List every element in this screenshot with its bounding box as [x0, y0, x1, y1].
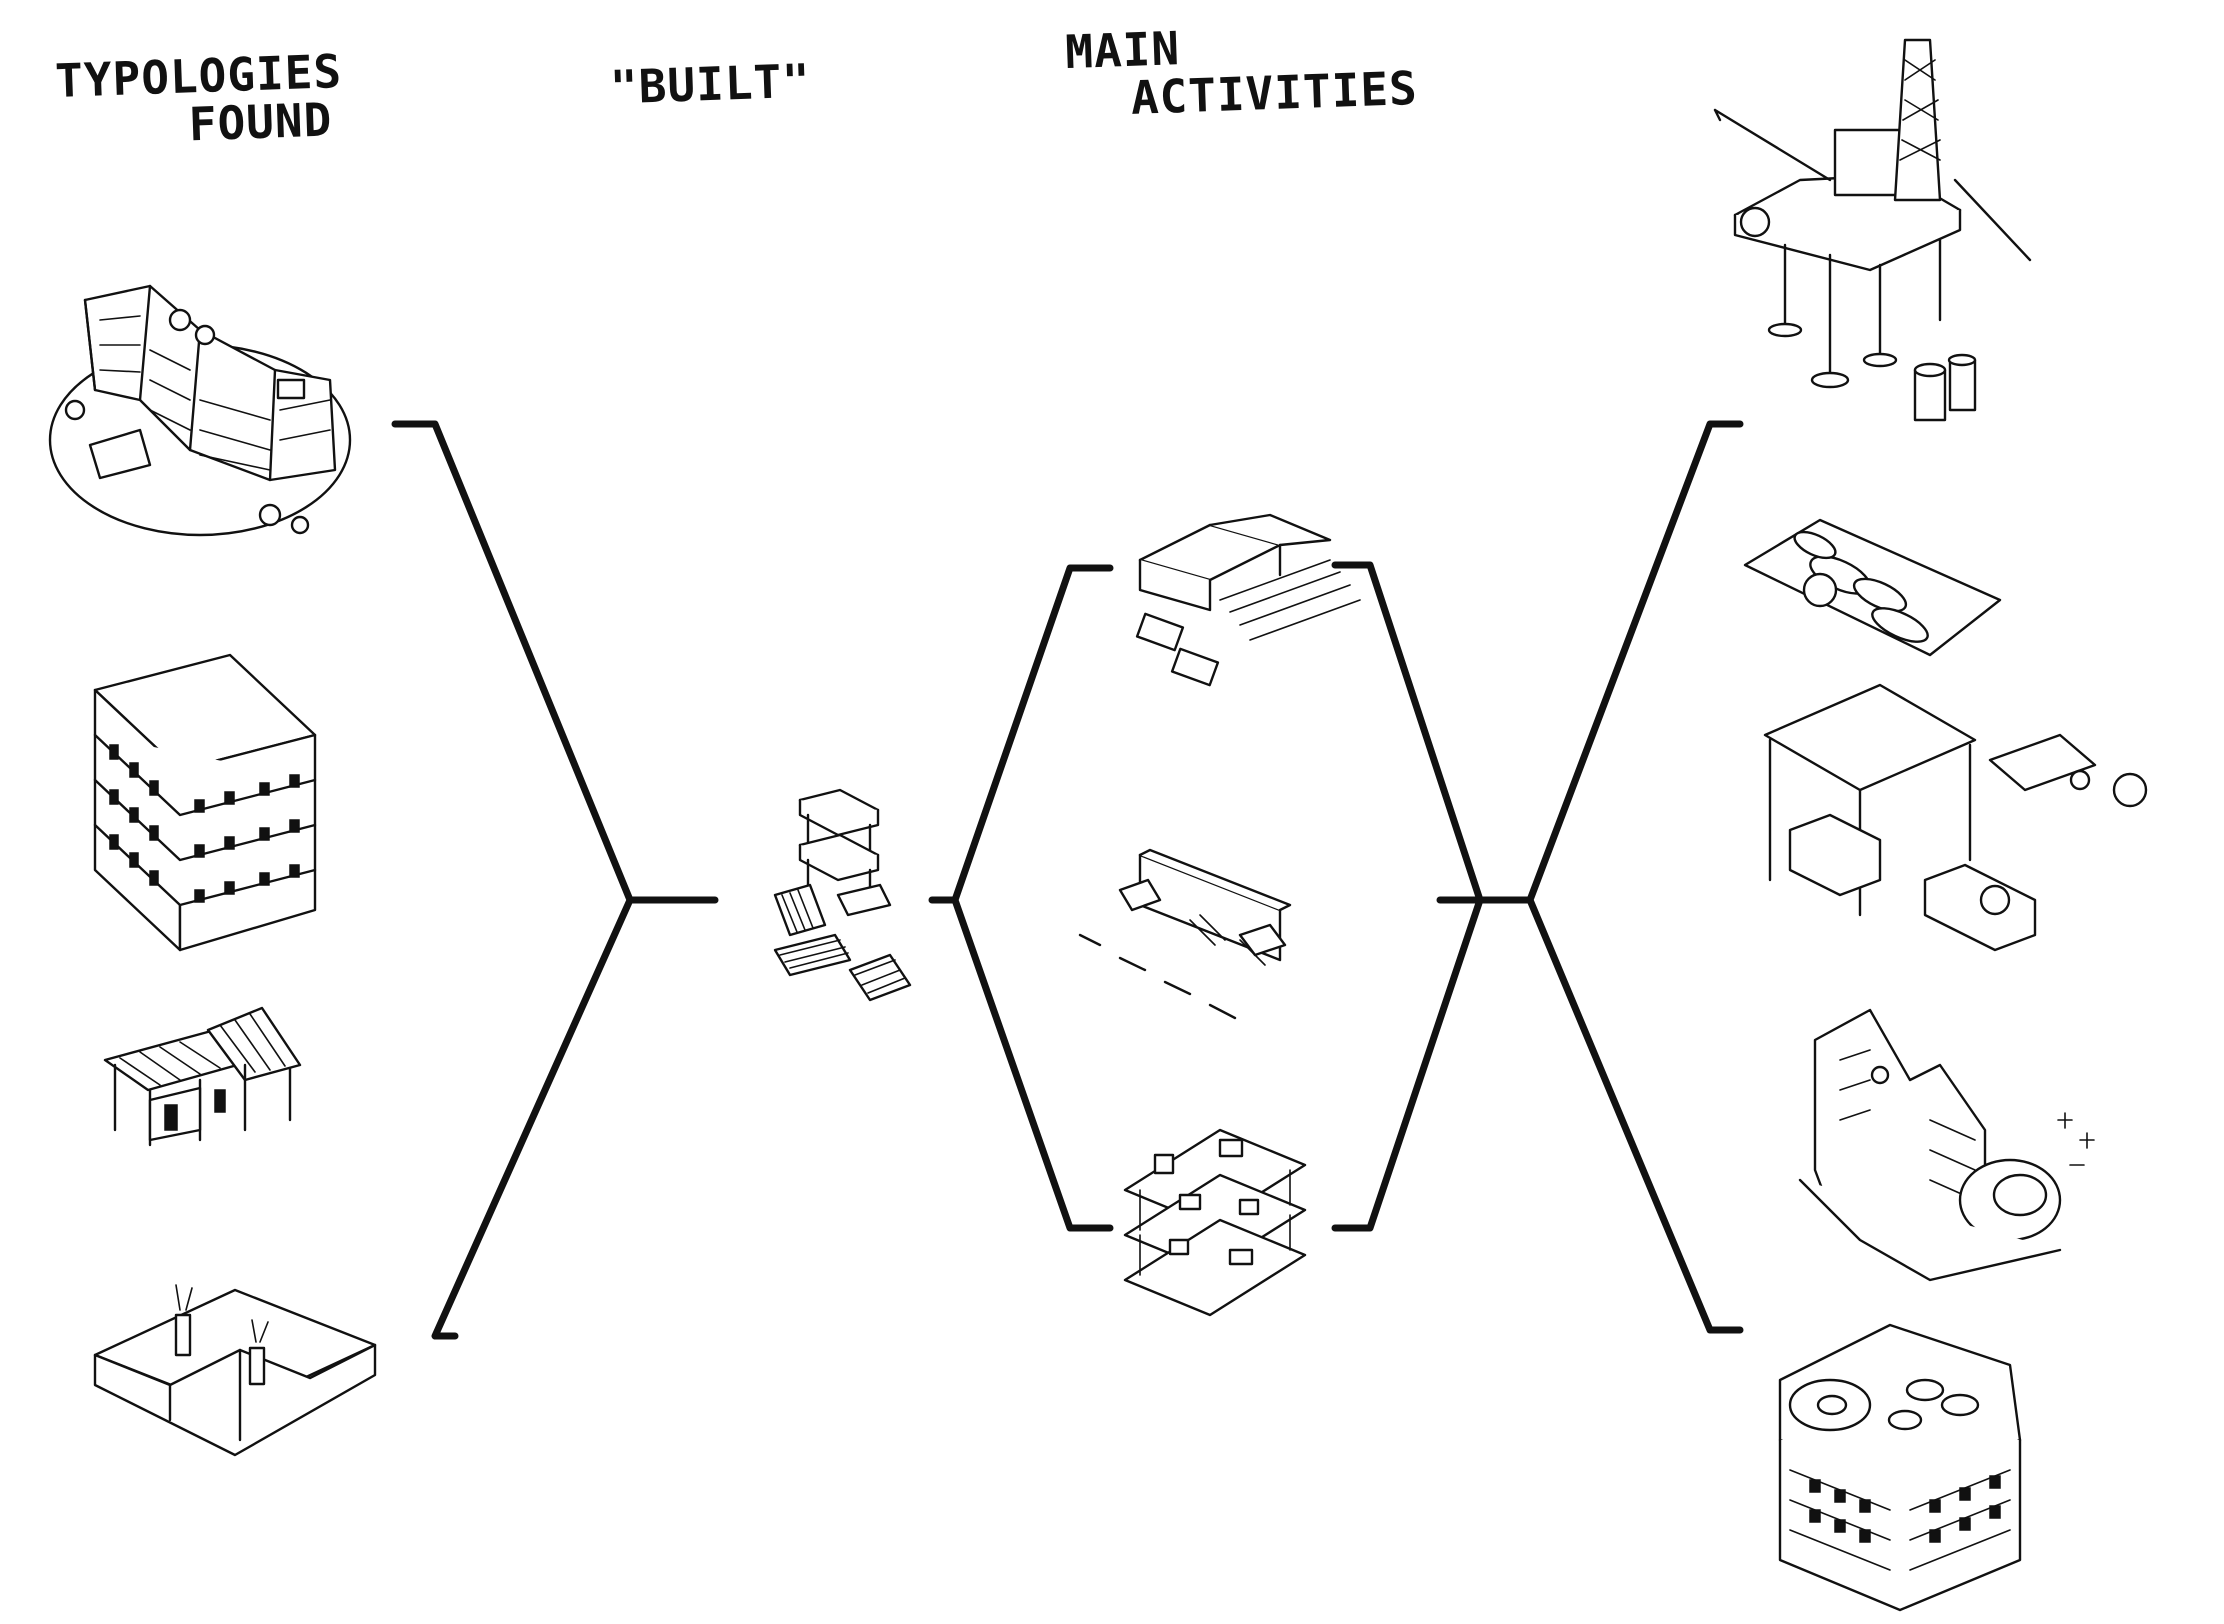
mall-icon: [1778, 1323, 2022, 1612]
apartment-block-icon: [93, 653, 317, 952]
transport-depot-icon: [1135, 513, 1361, 687]
fish-icon: [1743, 518, 2002, 657]
bracket-built-to-activities: [928, 564, 1114, 1232]
oil-rig-icon: [1713, 38, 2032, 422]
bracket-merge-to-outcomes: [1526, 420, 1744, 1334]
bracket-typologies-to-built: [391, 420, 719, 1340]
building-materials-icon: [773, 788, 912, 1002]
bracket-activities-to-merge: [1331, 561, 1534, 1232]
curved-office-icon: [48, 284, 352, 537]
factory-icon: [93, 1284, 377, 1457]
shanty-icon: [103, 1006, 302, 1147]
workshop-floors-icon: [1123, 1128, 1307, 1317]
roadside-stall-icon: [1078, 848, 1292, 1020]
finance-tower-icon: [1798, 1008, 2095, 1282]
market-stall-icon: [1763, 683, 2148, 952]
